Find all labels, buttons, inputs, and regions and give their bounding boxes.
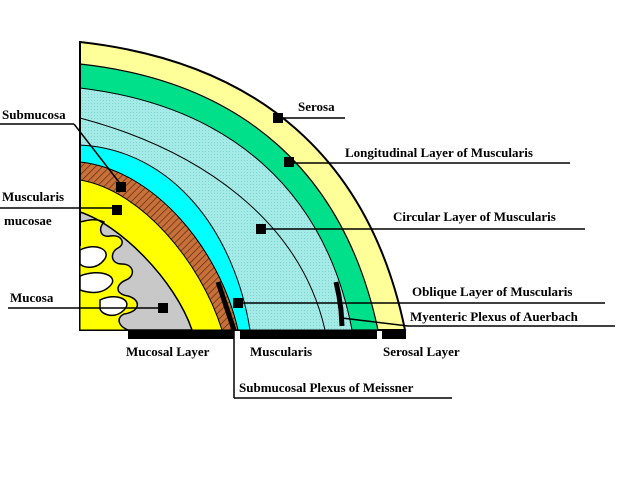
label-muscularis: Muscularis <box>250 344 312 359</box>
muscularis-bar <box>240 330 377 339</box>
label-circular: Circular Layer of Muscularis <box>393 209 556 224</box>
submucosal-plexus-marks <box>215 281 237 331</box>
label-myenteric: Myenteric Plexus of Auerbach <box>410 309 579 324</box>
label-mucosa: Mucosa <box>10 290 54 305</box>
label-mucosal-layer: Mucosal Layer <box>126 344 210 359</box>
longitudinal-marker <box>284 157 294 167</box>
label-submucosal-plexus: Submucosal Plexus of Meissner <box>239 380 414 395</box>
label-submucosa: Submucosa <box>2 107 66 122</box>
mucosa-band-layer <box>79 179 223 331</box>
villus-fold-3 <box>99 296 128 317</box>
label-serosal-layer: Serosal Layer <box>383 344 460 359</box>
villus-fold-1 <box>79 246 107 268</box>
villus-fold-2 <box>79 272 114 294</box>
label-muscularis-mucosae-2: mucosae <box>4 213 52 228</box>
label-muscularis-mucosae-1: Muscularis <box>2 189 64 204</box>
muscularis-mucosae-marker-1 <box>116 182 126 192</box>
label-longitudinal: Longitudinal Layer of Muscularis <box>345 145 533 160</box>
label-oblique: Oblique Layer of Muscularis <box>412 284 572 299</box>
submucosa-leader-diag <box>73 123 123 187</box>
myenteric-leader <box>341 317 409 327</box>
mucosal-layer-bar <box>128 330 234 339</box>
label-serosa: Serosa <box>298 99 335 114</box>
serosal-layer-bar <box>382 330 406 339</box>
circular-inner-line <box>79 117 326 331</box>
muscularis-mucosae-marker-2 <box>112 205 122 215</box>
